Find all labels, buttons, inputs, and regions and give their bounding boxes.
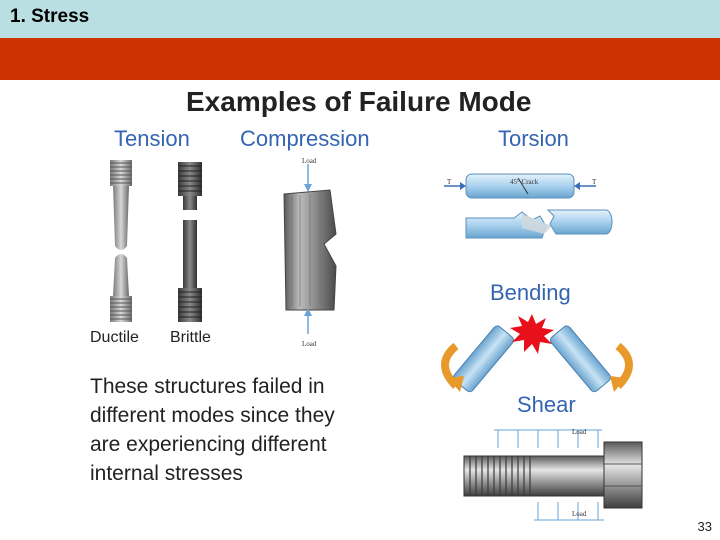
torque-left: T bbox=[447, 178, 452, 186]
compression-load-top: Load bbox=[302, 157, 317, 165]
shear-load-top: Load bbox=[572, 428, 587, 436]
accent-band bbox=[0, 38, 720, 80]
shear-load-bottom: Load bbox=[572, 510, 587, 518]
label-tension: Tension bbox=[114, 126, 190, 151]
caption-ductile: Ductile bbox=[90, 329, 139, 346]
body-line: internal stresses bbox=[90, 462, 243, 485]
slide-title: 1. Stress bbox=[10, 6, 90, 27]
compression-load-bottom: Load bbox=[302, 340, 317, 348]
title-bar bbox=[0, 0, 720, 38]
bending-illustration bbox=[441, 314, 633, 393]
torsion-illustration bbox=[444, 173, 613, 239]
shear-bolt-illustration bbox=[463, 429, 643, 521]
page-number: 33 bbox=[697, 519, 712, 534]
caption-brittle: Brittle bbox=[170, 329, 211, 346]
figure-heading: Examples of Failure Mode bbox=[186, 86, 532, 117]
label-bending: Bending bbox=[490, 280, 571, 305]
label-torsion: Torsion bbox=[498, 126, 569, 151]
failure-modes-figure: Examples of Failure Mode Tension Compres… bbox=[66, 82, 652, 525]
tension-specimens-illustration bbox=[110, 160, 202, 322]
body-line: different modes since they bbox=[90, 404, 335, 427]
crack-label: 45° Crack bbox=[510, 178, 539, 186]
label-shear: Shear bbox=[517, 392, 576, 417]
compression-specimen-illustration bbox=[283, 164, 337, 334]
body-line: are experiencing different bbox=[90, 433, 327, 456]
body-text: These structures failed in different mod… bbox=[90, 372, 390, 488]
label-compression: Compression bbox=[240, 126, 370, 151]
body-line: These structures failed in bbox=[90, 375, 325, 398]
torque-right: T bbox=[592, 178, 597, 186]
